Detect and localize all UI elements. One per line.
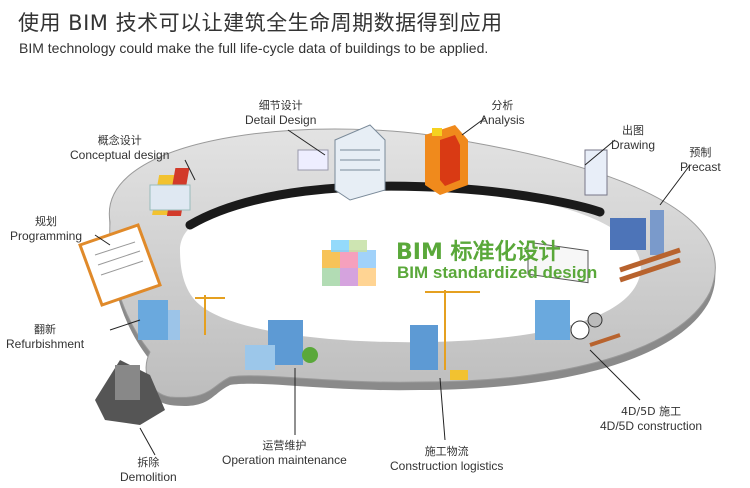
refurbishment-illustration (138, 295, 225, 340)
stage-label-en: Conceptual design (70, 148, 170, 162)
detail-design-illustration (297, 124, 386, 201)
precast-illustration (610, 210, 681, 283)
stage-label-zh: 出图 (622, 124, 644, 137)
stage-label-construction-logistics: 施工物流 Construction logistics (390, 444, 503, 474)
stage-label-en: 4D/5D construction (600, 419, 703, 433)
4d5d-construction-illustration (535, 300, 621, 347)
stage-label-zh: 预制 (689, 146, 712, 159)
stage-label-zh: 概念设计 (97, 134, 142, 147)
demolition-illustration (95, 360, 165, 425)
stage-label-zh: 4D/5D 施工 (620, 405, 682, 418)
stage-label-refurbishment: 翻新 Refurbishment (6, 322, 84, 352)
stage-label-zh: 细节设计 (258, 99, 303, 112)
drawing-illustration (527, 149, 608, 284)
stage-label-programming: 规划 Programming (10, 214, 82, 244)
stage-label-operation-maintenance: 运营维护 Operation maintenance (222, 438, 347, 468)
leader-lines (94, 117, 691, 456)
stage-label-zh: 翻新 (34, 323, 57, 336)
analysis-illustration (425, 125, 468, 195)
conceptual-design-illustration (149, 168, 191, 216)
stage-label-en: Drawing (611, 138, 656, 152)
visualization-label: VISUALIZATION (378, 195, 459, 204)
stage-illustrations (78, 124, 681, 425)
stage-label-zh: 拆除 (137, 456, 160, 469)
stage-label-zh: 分析 (491, 99, 514, 112)
stage-label-en: Refurbishment (6, 337, 85, 351)
page-title-en: BIM technology could make the full life-… (19, 40, 489, 56)
stage-label-detail-design: 细节设计 Detail Design (245, 98, 316, 128)
construction-logistics-illustration (410, 290, 480, 380)
stage-label-en: Demolition (120, 470, 177, 484)
bim-cube-logo (322, 240, 376, 286)
center-label-en: BIM standardized design (397, 263, 598, 282)
stage-label-precast: 预制 Precast (680, 145, 721, 175)
center-label-zh: BIM 标准化设计 (396, 240, 561, 265)
programming-illustration (78, 223, 162, 307)
stage-label-drawing: 出图 Drawing (611, 123, 655, 153)
stage-label-en: Programming (10, 229, 83, 243)
stage-label-analysis: 分析 Analysis (480, 98, 525, 128)
stage-label-en: Detail Design (245, 113, 317, 127)
stage-label-zh: 规划 (35, 215, 58, 228)
stage-label-zh: 施工物流 (424, 445, 469, 458)
stage-label-en: Precast (680, 160, 721, 174)
stage-label-en: Analysis (480, 113, 525, 127)
page-title-zh: 使用 BIM 技术可以让建筑全生命周期数据得到应用 (18, 11, 503, 35)
stage-label-zh: 运营维护 (262, 439, 307, 452)
stage-label-conceptual-design: 概念设计 Conceptual design (70, 133, 169, 163)
stage-label-demolition: 拆除 Demolition (120, 455, 177, 485)
stage-label-en: Operation maintenance (222, 453, 347, 467)
stage-label-en: Construction logistics (390, 459, 504, 473)
operation-maintenance-illustration (245, 320, 318, 370)
stage-label-4d5d-construction: 4D/5D 施工 4D/5D construction (600, 404, 702, 434)
